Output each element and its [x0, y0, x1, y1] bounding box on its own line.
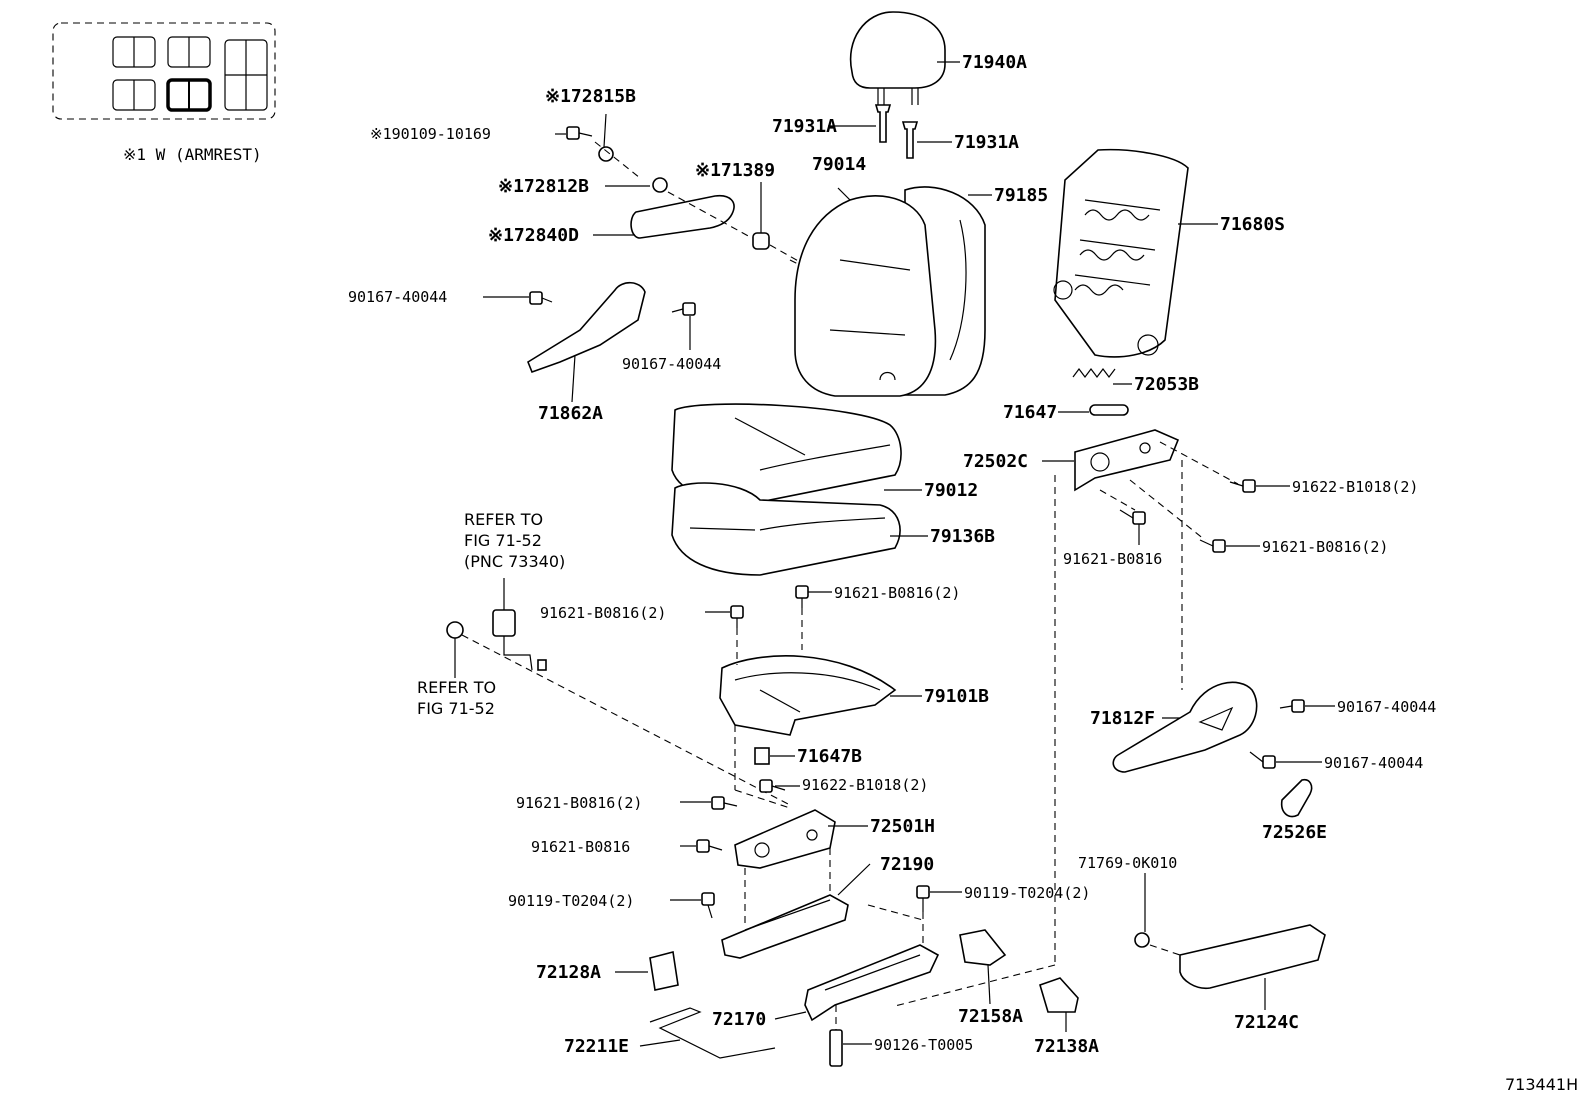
armrest-cover-drawing	[630, 194, 735, 239]
seat-position-legend	[52, 22, 276, 120]
label-71389: ※171389	[695, 160, 775, 181]
label-72190: 72190	[880, 854, 934, 875]
label-90119-T0204-left: 90119-T0204(2)	[508, 892, 634, 910]
label-90167-40044-left-2: 90167-40044	[622, 355, 721, 373]
seat-cushion-pad-drawing	[671, 482, 901, 576]
bolt-91621-right-1-drawing	[1119, 509, 1146, 525]
anchor-bolt-drawing	[446, 621, 464, 678]
cover-72138A-drawing	[1039, 977, 1079, 1013]
ref-note-bottom-line2: FIG 71-52	[417, 699, 495, 718]
label-79101B: 79101B	[924, 686, 989, 707]
screw-90167-right-1-drawing	[1279, 699, 1305, 713]
label-90126-T0005: 90126-T0005	[874, 1036, 973, 1054]
label-72840D: ※172840D	[488, 225, 579, 246]
seatbelt-buckle-drawing	[492, 609, 547, 671]
bolt-91621-center-1-drawing	[730, 605, 744, 628]
wire-72211E-drawing	[649, 1007, 776, 1059]
label-91621-B0816-center-2: 91621-B0816(2)	[834, 584, 960, 602]
spring-72053B-drawing	[1072, 368, 1116, 378]
bolt-91621-center-2-drawing	[795, 585, 809, 608]
screw-90167-left-1-drawing	[529, 291, 553, 305]
label-91621-B0816-center-1: 91621-B0816(2)	[540, 604, 666, 622]
label-90167-40044-right-1: 90167-40044	[1337, 698, 1436, 716]
label-72502C: 72502C	[963, 451, 1028, 472]
label-91622-B1018-right: 91622-B1018(2)	[1292, 478, 1418, 496]
label-90167-40044-right-2: 90167-40044	[1324, 754, 1423, 772]
label-72812B: ※172812B	[498, 176, 589, 197]
legend-note: ※1 W (ARMREST)	[123, 145, 262, 164]
label-79136B: 79136B	[930, 526, 995, 547]
label-71931A-right: 71931A	[954, 132, 1019, 153]
label-72815B: ※172815B	[545, 86, 636, 107]
recliner-cover-71812F-drawing	[1112, 681, 1258, 773]
ref-note-top-line2: FIG 71-52	[464, 531, 542, 550]
seatback-pad-drawing	[794, 195, 937, 397]
screw-90167-left-2-drawing	[671, 302, 696, 316]
label-90167-40044-left-1: 90167-40044	[348, 288, 447, 306]
side-shield-71862A-drawing	[527, 281, 646, 374]
label-72211E: 72211E	[564, 1036, 629, 1057]
seatback-frame-drawing	[1053, 148, 1189, 358]
stud-90126-drawing	[829, 1029, 843, 1067]
headrest-guide-right-drawing	[901, 121, 919, 159]
screw-90167-right-2-drawing	[1249, 751, 1276, 769]
bolt-91622-right-drawing	[1229, 479, 1256, 493]
label-71931A-left: 71931A	[772, 116, 837, 137]
label-72170: 72170	[712, 1009, 766, 1030]
bolt-91622-center-drawing	[759, 779, 786, 793]
label-72138A: 72138A	[1034, 1036, 1099, 1057]
label-71680S: 71680S	[1220, 214, 1285, 235]
bolt-90119-left-drawing	[701, 892, 715, 919]
label-91621-B0816-right-1: 91621-B0816	[1063, 550, 1162, 568]
adjuster-72501H-drawing	[734, 809, 836, 869]
knob-72526E-drawing	[1280, 778, 1313, 818]
label-71769-0K010: 71769-0K010	[1078, 854, 1177, 872]
label-71812F: 71812F	[1090, 708, 1155, 729]
headrest-guide-left-drawing	[874, 104, 892, 143]
label-71940A: 71940A	[962, 52, 1027, 73]
label-91621-B0816-center-3: 91621-B0816(2)	[516, 794, 642, 812]
recliner-72502C-drawing	[1074, 429, 1180, 492]
label-72124C: 72124C	[1234, 1012, 1299, 1033]
label-79014: 79014	[812, 154, 866, 175]
label-72053B: 72053B	[1134, 374, 1199, 395]
label-79185: 79185	[994, 185, 1048, 206]
bolt-90119-right-drawing	[916, 885, 930, 912]
label-72501H: 72501H	[870, 816, 935, 837]
label-91621-B0816-center-4: 91621-B0816	[531, 838, 630, 856]
pad-71647B-drawing	[754, 747, 770, 765]
bolt-91621-center-4-drawing	[696, 839, 723, 853]
side-cover-72124C-drawing	[1179, 924, 1326, 990]
screw-71769-drawing	[1134, 932, 1150, 948]
label-72526E: 72526E	[1262, 822, 1327, 843]
bolt-91621-center-3-drawing	[711, 796, 738, 810]
figure-id: 713441H	[1505, 1075, 1578, 1094]
seat-pan-drawing	[719, 655, 897, 736]
label-72158A: 72158A	[958, 1006, 1023, 1027]
label-91622-B1018-center: 91622-B1018(2)	[802, 776, 928, 794]
label-71647B: 71647B	[797, 746, 862, 767]
bolt-190109-drawing	[566, 126, 593, 140]
label-90119-T0204-right: 90119-T0204(2)	[964, 884, 1090, 902]
label-71862A: 71862A	[538, 403, 603, 424]
label-71647: 71647	[1003, 402, 1057, 423]
cover-72158A-drawing	[959, 929, 1007, 966]
ref-note-bottom-line1: REFER TO	[417, 678, 496, 697]
label-190109-10169: ※190109-10169	[370, 125, 491, 143]
ref-note-top-line1: REFER TO	[464, 510, 543, 529]
label-72128A: 72128A	[536, 962, 601, 983]
pin-71647-drawing	[1089, 404, 1129, 416]
bushing-71389-drawing	[752, 232, 770, 250]
track-72170-drawing	[804, 944, 940, 1022]
bolt-91621-right-2-drawing	[1199, 539, 1226, 553]
nut-72812B-drawing	[652, 177, 668, 193]
label-79012: 79012	[924, 480, 978, 501]
cap-72815B-drawing	[598, 146, 614, 162]
cover-72128A-drawing	[649, 951, 679, 991]
ref-note-top-line3: (PNC 73340)	[464, 552, 565, 571]
headrest-drawing	[849, 11, 946, 105]
track-72190-drawing	[721, 894, 849, 959]
label-91621-B0816-right-2: 91621-B0816(2)	[1262, 538, 1388, 556]
